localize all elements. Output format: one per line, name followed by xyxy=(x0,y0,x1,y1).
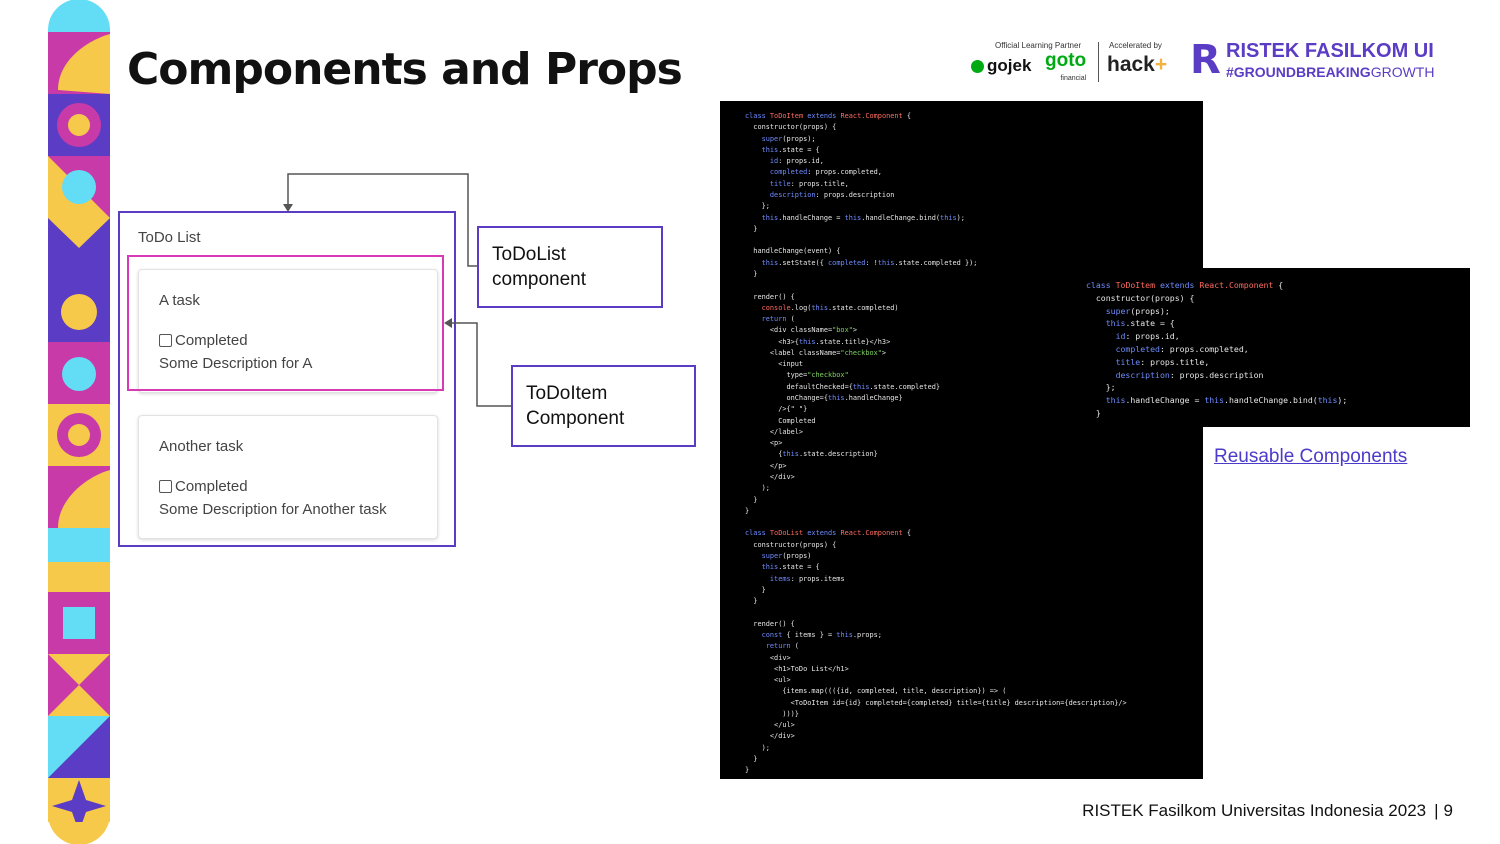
goto-financial-logo: goto financial xyxy=(1045,50,1087,88)
ristek-tagline: #GROUNDBREAKINGGROWTH xyxy=(1226,64,1434,80)
hack-plus: + xyxy=(1154,53,1168,76)
tagline-bold: #GROUNDBREAKING xyxy=(1226,64,1371,80)
todo-item-title: A task xyxy=(159,292,200,309)
code-screenshot-main: class ToDoItem extends React.Component {… xyxy=(720,101,1203,779)
todolist-callout: ToDoList component xyxy=(477,226,663,308)
todo-item-card: Another task Completed Some Description … xyxy=(138,415,438,539)
code-screenshot-todoitem: class ToDoItem extends React.Component {… xyxy=(1067,268,1470,427)
todoitem-connector xyxy=(450,322,511,407)
ristek-r-logo-icon: R xyxy=(1190,37,1221,83)
partner-label: Official Learning Partner xyxy=(995,41,1082,50)
completed-label: Completed xyxy=(175,478,248,495)
gojek-wordmark: gojek xyxy=(987,56,1032,75)
callout-line: Component xyxy=(526,408,625,429)
completed-label: Completed xyxy=(175,332,248,349)
todo-item-card: A task Completed Some Description for A xyxy=(138,269,438,393)
accelerated-label: Accelerated by xyxy=(1109,41,1162,50)
gojek-dot-icon xyxy=(971,59,984,73)
slide-title: Components and Props xyxy=(127,44,683,95)
tagline-rest: GROWTH xyxy=(1370,64,1435,80)
todo-heading: ToDo List xyxy=(138,229,201,246)
callout-line: component xyxy=(492,269,587,290)
checkbox-icon[interactable] xyxy=(159,480,172,493)
todo-item-completed[interactable]: Completed xyxy=(159,332,248,349)
checkbox-icon[interactable] xyxy=(159,334,172,347)
ristek-name: RISTEK FASILKOM UI xyxy=(1226,40,1434,62)
header-divider xyxy=(1098,42,1099,82)
todo-item-completed[interactable]: Completed xyxy=(159,478,248,495)
goto-financial-label: financial xyxy=(1060,75,1087,82)
todo-item-title: Another task xyxy=(159,438,244,455)
decorative-strip xyxy=(48,0,110,844)
callout-line: ToDoItem xyxy=(526,383,608,404)
hack-logo: hack+ xyxy=(1107,53,1167,77)
footer-text: RISTEK Fasilkom Universitas Indonesia 20… xyxy=(1082,801,1427,820)
gojek-logo: gojek xyxy=(971,56,1031,76)
slide-footer: RISTEK Fasilkom Universitas Indonesia 20… xyxy=(1082,801,1453,821)
todo-item-description: Some Description for A xyxy=(159,355,313,372)
todo-item-description: Some Description for Another task xyxy=(159,501,387,518)
goto-wordmark: goto xyxy=(1045,50,1087,71)
hack-wordmark: hack xyxy=(1107,53,1155,76)
reusable-components-link[interactable]: Reusable Components xyxy=(1214,446,1408,467)
page-number: 9 xyxy=(1443,801,1453,820)
todoitem-component-frame xyxy=(127,255,444,391)
footer-separator: | xyxy=(1434,801,1439,820)
callout-line: ToDoList xyxy=(492,244,566,265)
